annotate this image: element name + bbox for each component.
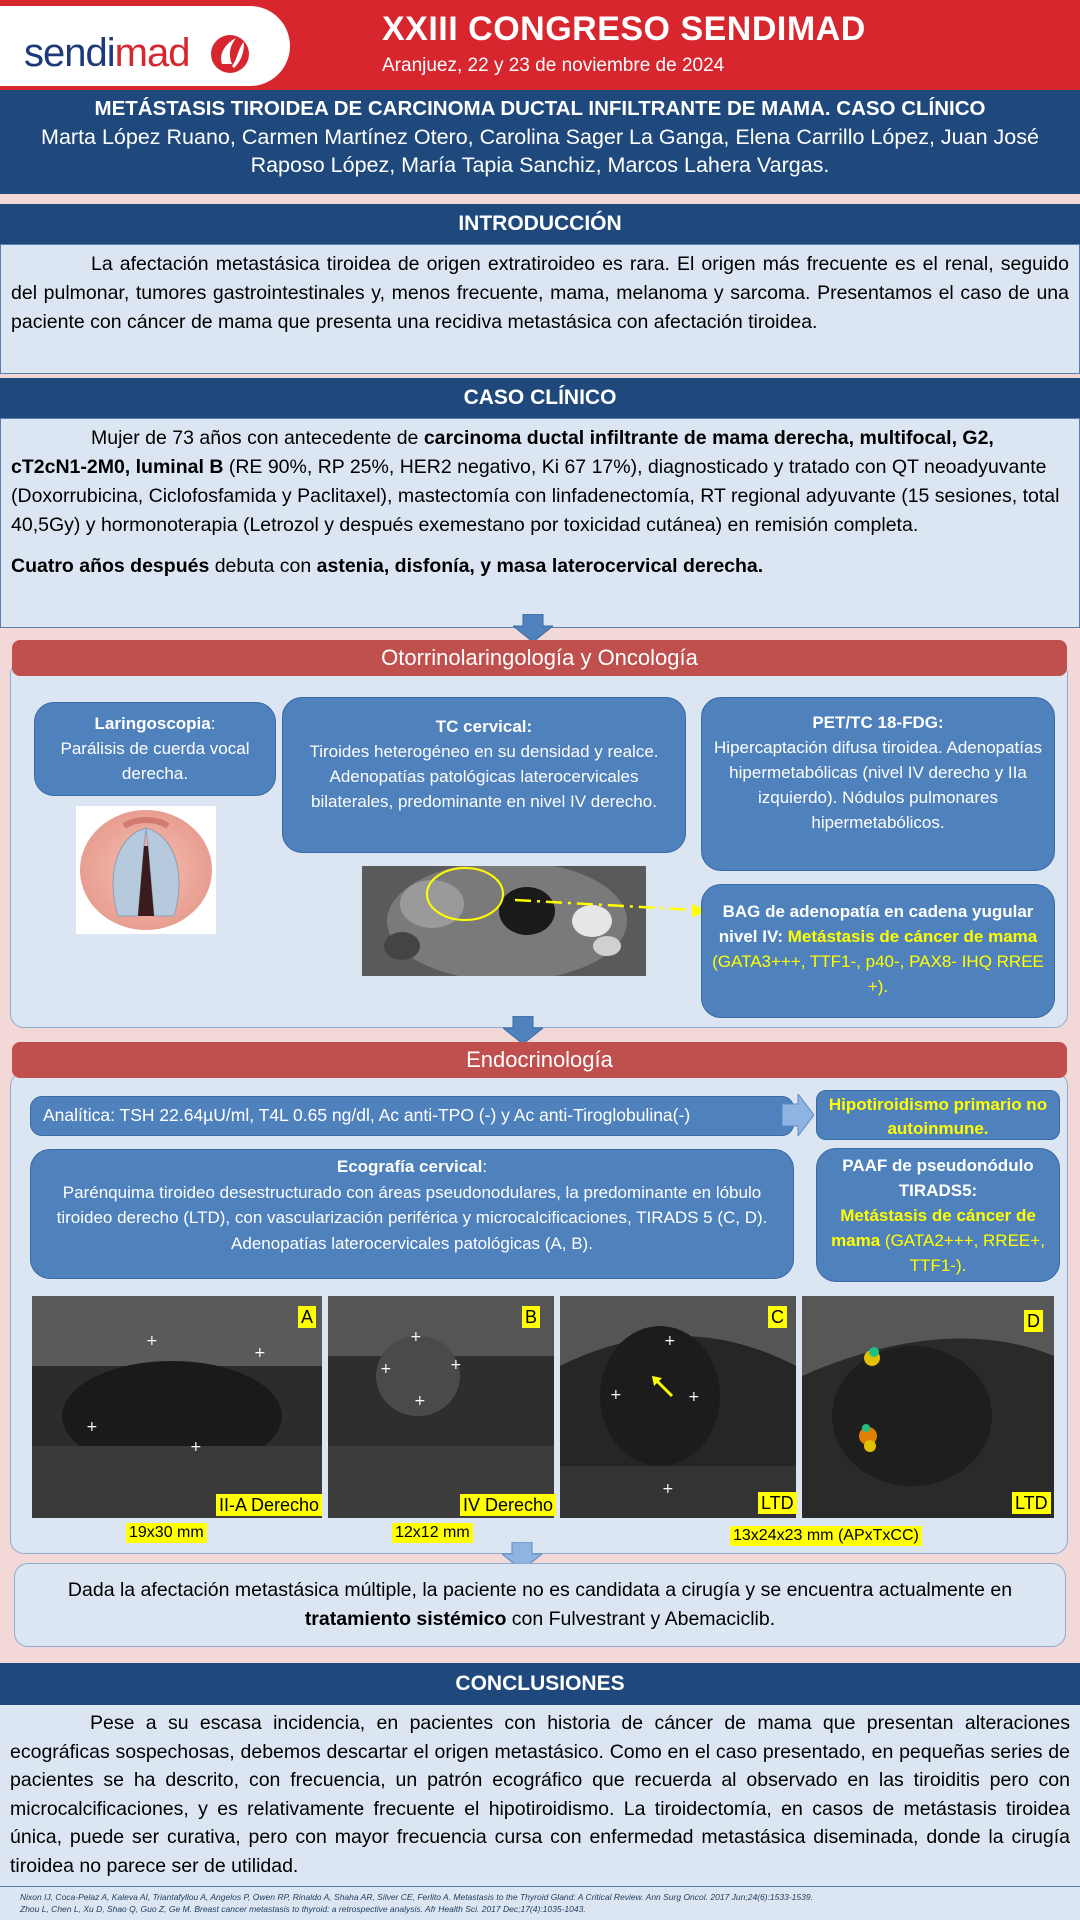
orl-heading: Otorrinolaringología y Oncología	[12, 640, 1067, 676]
paaf-box: PAAF de pseudonódulo TIRADS5: Metástasis…	[816, 1148, 1060, 1282]
image-letter-b: B	[522, 1306, 541, 1328]
congress-banner: sendimad XXIII CONGRESO SENDIMAD Aranjue…	[0, 0, 1080, 90]
ultrasound-image-b	[328, 1296, 554, 1518]
tc-cervical-box: TC cervical: Tiroides heterogéneo en su …	[282, 697, 686, 853]
case-paragraph-2: Cuatro años después debuta con astenia, …	[11, 555, 764, 577]
congress-title: XXIII CONGRESO SENDIMAD	[382, 10, 866, 48]
image-caption-c: LTD	[758, 1492, 797, 1514]
caliper-marker: +	[380, 1361, 392, 1377]
treatment-statement: Dada la afectación metastásica múltiple,…	[14, 1563, 1066, 1647]
congress-subtitle: Aranjuez, 22 y 23 de noviembre de 2024	[382, 55, 725, 76]
image-caption-b: IV Derecho	[460, 1494, 557, 1516]
image-letter-a: A	[298, 1306, 317, 1328]
ultrasound-image-a	[32, 1296, 322, 1518]
hypothyroidism-box: Hipotiroidismo primario no autoinmune.	[816, 1090, 1060, 1140]
image-caption-a: II-A Derecho	[216, 1494, 323, 1516]
bag-biopsy-box: BAG de adenopatía en cadena yugular nive…	[701, 884, 1055, 1018]
case-body: Mujer de 73 años con antecedente de carc…	[0, 418, 1080, 628]
caliper-marker: +	[664, 1333, 676, 1349]
laryngoscopy-box: Laringoscopia: Parálisis de cuerda vocal…	[34, 702, 276, 796]
caliper-marker: +	[450, 1357, 462, 1373]
paper-title-band: METÁSTASIS TIROIDEA DE CARCINOMA DUCTAL …	[0, 90, 1080, 194]
lab-results-box: Analítica: TSH 22.64µU/ml, T4L 0.65 ng/d…	[30, 1096, 794, 1136]
caliper-marker: +	[86, 1419, 98, 1435]
caliper-marker: +	[610, 1387, 622, 1403]
image-caption-d: LTD	[1012, 1492, 1051, 1514]
ultrasound-image-c	[560, 1296, 796, 1518]
separator	[0, 374, 1080, 378]
caliper-marker: +	[410, 1329, 422, 1345]
ultrasound-image-d	[802, 1296, 1054, 1518]
intro-heading: INTRODUCCIÓN	[0, 204, 1080, 244]
paper-authors: Marta López Ruano, Carmen Martínez Otero…	[41, 125, 1039, 177]
conclusions-heading: CONCLUSIONES	[0, 1663, 1080, 1705]
down-arrow-icon	[502, 1542, 542, 1570]
right-arrow-icon	[782, 1094, 814, 1136]
image-letter-c: C	[768, 1306, 787, 1328]
down-arrow-icon	[513, 614, 553, 642]
caliper-marker: +	[414, 1393, 426, 1409]
references: Nixon IJ, Coca-Pelaz A, Kaleva AI, Trian…	[0, 1886, 1080, 1920]
caliper-marker: +	[688, 1389, 700, 1405]
reference-2: Zhou L, Chen L, Xu D, Shao Q, Guo Z, Ge …	[20, 1904, 586, 1914]
measurement-b: 12x12 mm	[392, 1523, 473, 1543]
caliper-marker: +	[254, 1345, 266, 1361]
conclusions-body: Pese a su escasa incidencia, en paciente…	[0, 1705, 1080, 1886]
paper-title: METÁSTASIS TIROIDEA DE CARCINOMA DUCTAL …	[94, 97, 986, 120]
pet-tc-box: PET/TC 18-FDG: Hipercaptación difusa tir…	[701, 697, 1055, 871]
caliper-marker: +	[146, 1333, 158, 1349]
arrow-pointer-icon	[652, 1376, 674, 1398]
image-letter-d: D	[1024, 1310, 1043, 1332]
case-heading: CASO CLÍNICO	[0, 378, 1080, 418]
sendimad-logo: sendimad	[24, 31, 190, 75]
intro-text: La afectación metastásica tiroidea de or…	[11, 253, 1069, 333]
ultrasound-box: Ecografía cervical: Parénquima tiroideo …	[30, 1149, 794, 1279]
intro-body: La afectación metastásica tiroidea de or…	[0, 244, 1080, 374]
endo-heading: Endocrinología	[12, 1042, 1067, 1078]
ct-scan-image	[362, 866, 646, 976]
reference-1: Nixon IJ, Coca-Pelaz A, Kaleva AI, Trian…	[20, 1892, 813, 1902]
logo-container: sendimad	[0, 6, 290, 86]
logo-mark-icon	[211, 35, 249, 73]
measurement-a: 19x30 mm	[126, 1523, 207, 1543]
conclusions-text: Pese a su escasa incidencia, en paciente…	[10, 1712, 1070, 1877]
larynx-illustration	[76, 806, 216, 934]
separator	[0, 194, 1080, 204]
measurement-c: 13x24x23 mm (APxTxCC)	[730, 1526, 922, 1546]
ct-annotation-arrow	[426, 867, 708, 921]
down-arrow-icon	[503, 1016, 543, 1044]
case-paragraph-1: Mujer de 73 años con antecedente de carc…	[11, 427, 1060, 536]
caliper-marker: +	[190, 1439, 202, 1455]
caliper-marker: +	[662, 1481, 674, 1497]
